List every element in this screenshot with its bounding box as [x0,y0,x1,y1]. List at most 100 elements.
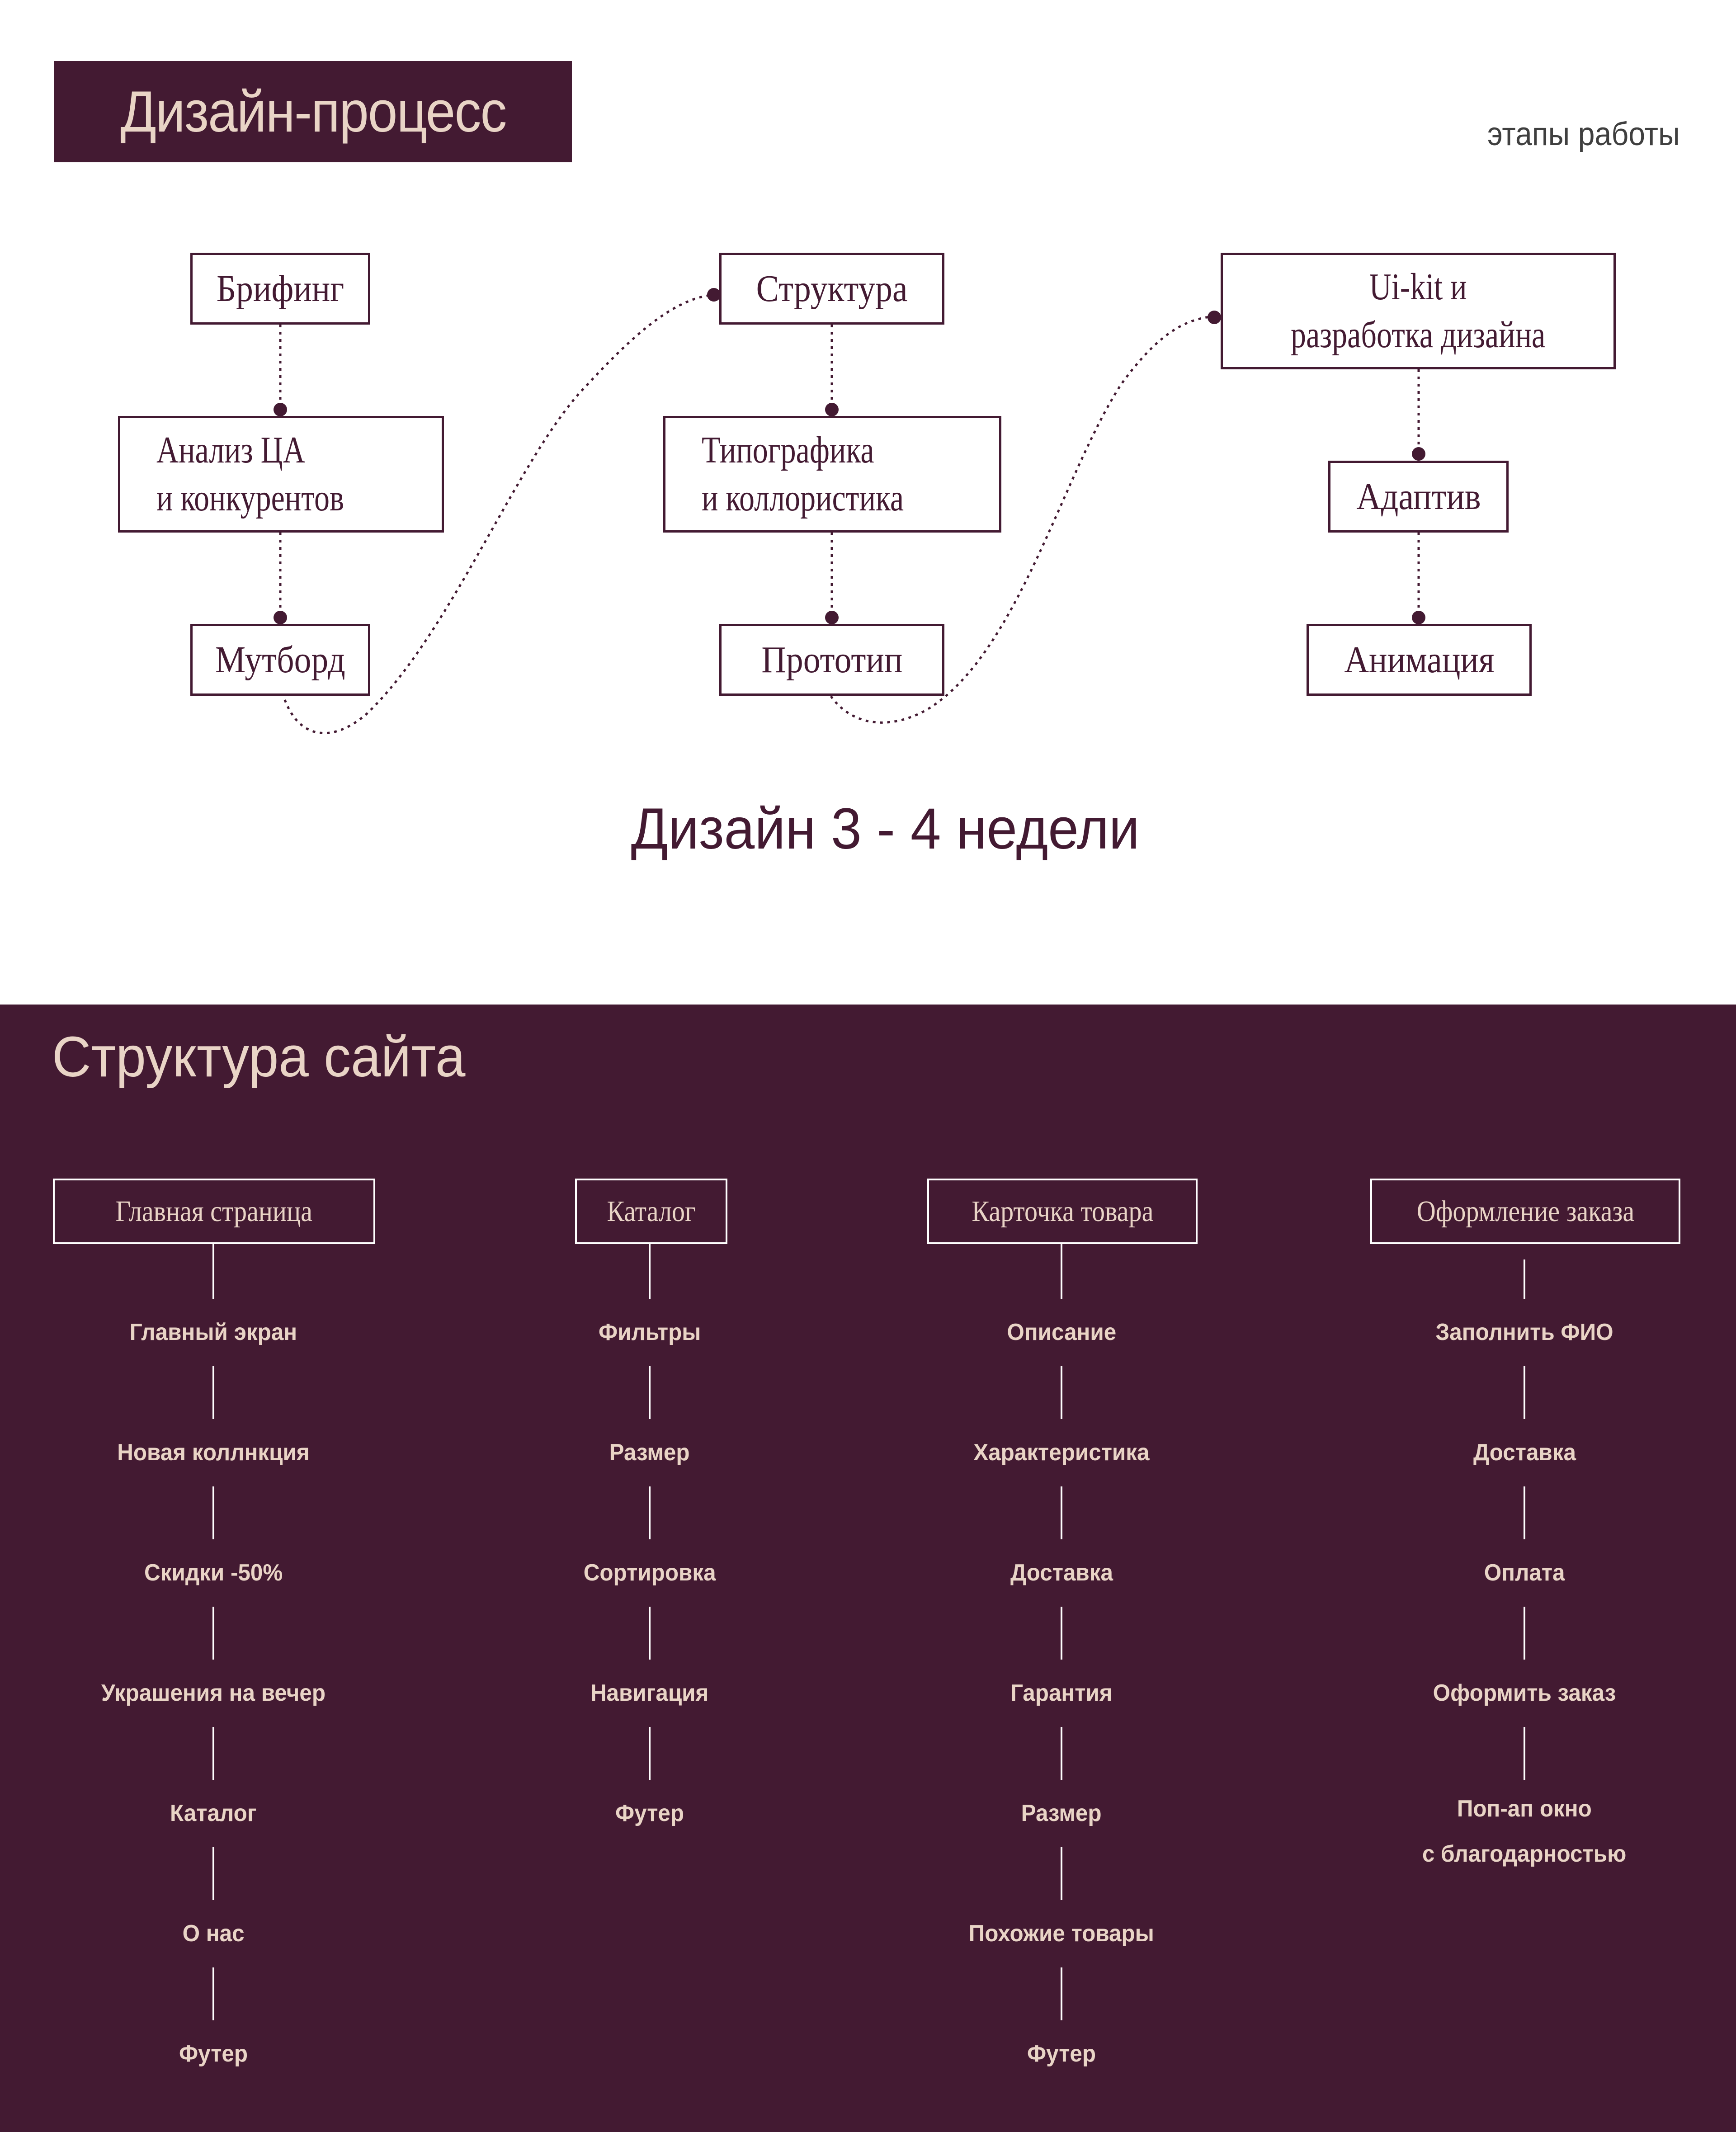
structure-connector [649,1244,651,1299]
structure-heading-0: Главная страница [53,1179,375,1244]
structure-item: Главный экран [10,1310,417,1355]
connector-dot [1412,611,1425,624]
connector-dot [1412,447,1425,461]
structure-item-label: Размер [1021,1800,1102,1826]
structure-item: Гарантия [858,1670,1265,1716]
structure-item: Футер [858,2031,1265,2076]
connector-dot [274,403,287,416]
structure-connector [1061,1366,1062,1419]
structure-item: Футер [10,2031,417,2076]
structure-connector [1061,1607,1062,1660]
connector-dot [707,288,721,302]
process-step-briefing: Брифинг [190,253,370,325]
structure-heading-label: Оформление заказа [1416,1194,1634,1228]
structure-item: Скидки -50% [10,1550,417,1595]
structure-item-label: Сортировка [583,1560,716,1586]
structure-item-label: с благодарностью [1422,1841,1627,1867]
structure-connector [212,1967,214,2020]
structure-connector [1524,1727,1525,1780]
structure-connector [212,1366,214,1419]
page-title: Дизайн-процесс [120,79,507,144]
structure-item-label: Фильтры [598,1319,701,1345]
process-step-moodboard: Мутборд [190,624,370,696]
structure-item: Заполнить ФИО [1321,1310,1728,1355]
structure-item-label: Оформить заказ [1433,1680,1616,1706]
structure-heading-2: Карточка товара [927,1179,1198,1244]
section-title: Структура сайта [52,1025,466,1089]
structure-connector [1524,1486,1525,1539]
structure-item: Характеристика [858,1430,1265,1475]
structure-item: Доставка [1321,1430,1728,1475]
process-step-adaptive: Адаптив [1328,461,1509,533]
structure-item-label: Гарантия [1010,1680,1113,1706]
structure-heading-3: Оформление заказа [1370,1179,1680,1244]
structure-item: Описание [858,1310,1265,1355]
structure-connector [1061,1486,1062,1539]
structure-item-label: Похожие товары [968,1920,1155,1947]
header-banner: Дизайн-процесс [54,61,572,162]
structure-connector [1061,1847,1062,1900]
structure-item-label: Украшения на вечер [101,1680,326,1706]
connector-dot [274,611,287,624]
structure-item-label: Футер [179,2041,248,2067]
structure-item: Оформить заказ [1321,1670,1728,1716]
process-step-typography: Типографика и коллористика [663,416,1001,533]
structure-item: Футер [446,1791,853,1836]
structure-item-label: Описание [1007,1319,1116,1345]
structure-connector [1061,1727,1062,1780]
structure-connector [649,1727,651,1780]
structure-item-label: Скидки -50% [144,1560,283,1586]
connector-dot [825,611,839,624]
structure-item-label: Футер [1027,2041,1096,2067]
structure-item-label: Размер [609,1439,690,1466]
structure-connector [212,1847,214,1900]
structure-item: Новая коллнкция [10,1430,417,1475]
structure-item: Размер [446,1430,853,1475]
structure-connector [649,1366,651,1419]
structure-item-label: Футер [615,1800,684,1826]
structure-item: Каталог [10,1791,417,1836]
process-step-prototype: Прототип [719,624,944,696]
structure-connector [212,1727,214,1780]
structure-connector [212,1244,214,1299]
structure-connector [212,1607,214,1660]
structure-heading-1: Каталог [575,1179,727,1244]
page-subtitle: этапы работы [1487,116,1680,152]
structure-connector [1524,1607,1525,1660]
structure-item-label: Каталог [170,1800,257,1826]
design-duration: Дизайн 3 - 4 недели [631,797,1140,861]
connector-dot [825,403,839,416]
structure-item: Поп-ап окно с благодарностью [1321,1786,1728,1877]
structure-item-label: Оплата [1484,1560,1565,1586]
structure-item: Похожие товары [858,1911,1265,1956]
structure-connector [649,1486,651,1539]
structure-item-label: Доставка [1473,1439,1576,1466]
structure-connector [1061,1967,1062,2020]
structure-item: Фильтры [446,1310,853,1355]
structure-item: Доставка [858,1550,1265,1595]
structure-connector [1061,1244,1062,1299]
structure-item: Навигация [446,1670,853,1716]
process-step-structure: Структура [719,253,944,325]
structure-item-label: Навигация [590,1680,709,1706]
structure-connector [212,1486,214,1539]
structure-item: Украшения на вечер [10,1670,417,1716]
connector-dot [1208,311,1221,324]
structure-item-label: Заполнить ФИО [1435,1319,1613,1345]
structure-connector [649,1607,651,1660]
structure-item-label: Новая коллнкция [117,1439,310,1466]
structure-heading-label: Главная страница [115,1194,313,1228]
structure-heading-label: Карточка товара [972,1194,1153,1228]
structure-item-label: О нас [182,1920,245,1947]
structure-item: Размер [858,1791,1265,1836]
structure-item-label: Доставка [1010,1560,1113,1586]
structure-item-label: Главный экран [129,1319,297,1345]
site-structure-section [0,1005,1736,2132]
structure-item: Оплата [1321,1550,1728,1595]
structure-connector [1524,1366,1525,1419]
process-step-audience-analysis: Анализ ЦА и конкурентов [118,416,444,533]
process-step-ui-kit: Ui-kit и разработка дизайна [1221,253,1616,369]
structure-item-label: Поп-ап окно [1457,1796,1592,1822]
structure-item: Сортировка [446,1550,853,1595]
structure-item-label: Характеристика [973,1439,1150,1466]
